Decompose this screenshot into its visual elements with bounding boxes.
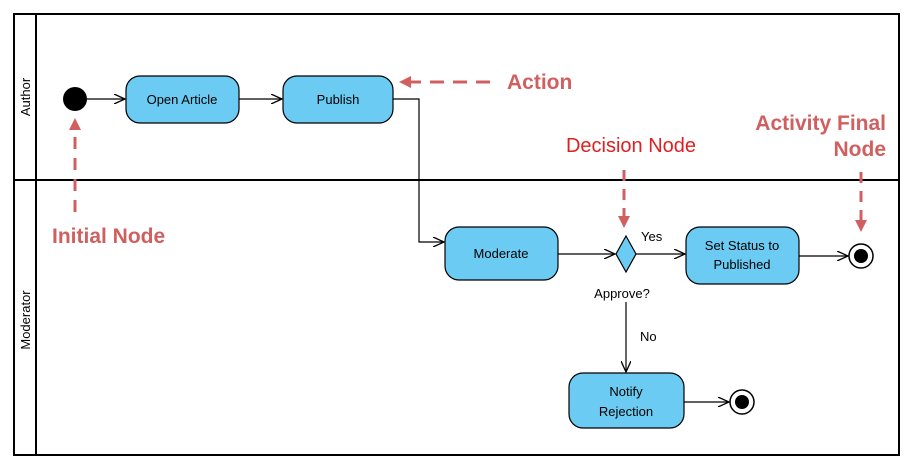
annotation-decision-node: Decision Node	[566, 135, 696, 157]
action-set-status	[685, 226, 800, 285]
annotation-activity-final-1: Activity Final	[755, 112, 886, 135]
action-publish-label: Publish	[317, 92, 360, 107]
action-notify-rejection	[568, 372, 685, 429]
action-notify-label-1: Notify	[609, 384, 643, 399]
action-notify-label-2: Rejection	[599, 404, 653, 419]
annotation-activity-final-2: Node	[834, 138, 887, 161]
swimlane-frame	[13, 13, 900, 456]
flow-final-node-rejection	[729, 389, 755, 415]
initial-node	[63, 87, 87, 111]
action-open-article-label: Open Article	[147, 92, 218, 107]
action-set-status-label-1: Set Status to	[705, 238, 779, 253]
flow-publish-to-moderate	[393, 98, 444, 242]
action-moderate-label: Moderate	[474, 246, 529, 261]
annotation-initial-node: Initial Node	[52, 225, 165, 248]
annotation-action: Action	[507, 71, 572, 94]
decision-node	[615, 234, 637, 274]
flow-yes-label: Yes	[641, 229, 663, 244]
lane-moderator-label: Moderator	[18, 290, 33, 350]
lane-author-label: Author	[18, 77, 33, 116]
activity-final-node	[848, 243, 874, 269]
flow-no-label: No	[640, 329, 657, 344]
action-set-status-label-2: Published	[713, 257, 770, 272]
decision-label: Approve?	[594, 286, 650, 301]
